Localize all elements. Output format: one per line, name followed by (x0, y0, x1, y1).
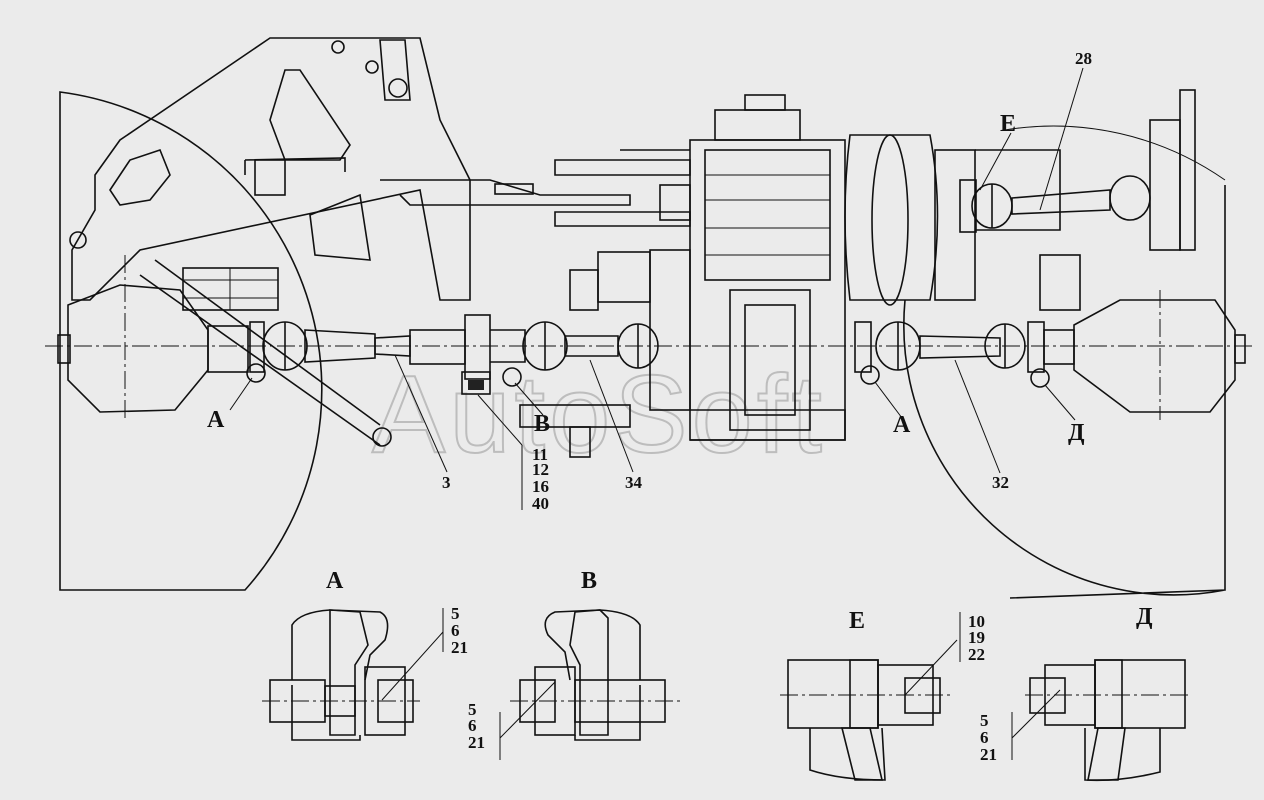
detail-b-ref-5: 5 (468, 700, 477, 719)
left-driveshaft (246, 314, 659, 395)
left-wheel-outline (59, 91, 323, 591)
callout-stack-40: 40 (532, 494, 549, 513)
callout-32: 32 (992, 473, 1009, 492)
clutch-housing (844, 134, 1081, 311)
leader-lines (229, 67, 1084, 510)
callout-a-right: А (893, 412, 911, 438)
detail-d-ref-6: 6 (980, 728, 989, 747)
callout-d: Д (1068, 420, 1085, 446)
right-driveshaft (854, 321, 1050, 388)
detail-e-ref-19: 19 (968, 628, 985, 647)
detail-d-ref-21: 21 (980, 745, 997, 764)
callout-stack-11: 11 (532, 445, 548, 464)
detail-b-ref-21: 21 (468, 733, 485, 752)
detail-a-ref-21: 21 (451, 638, 468, 657)
right-axle-housing (1043, 299, 1246, 413)
detail-e-title: Е (849, 608, 865, 634)
callout-28: 28 (1075, 49, 1092, 68)
callout-3: 3 (442, 473, 451, 492)
detail-b-title: В (581, 568, 597, 594)
callout-a-left: А (207, 407, 225, 433)
callout-b: В (534, 411, 550, 437)
detail-a: А 5 6 21 (262, 568, 468, 741)
detail-a-ref-6: 6 (451, 621, 460, 640)
callout-34: 34 (625, 473, 643, 492)
detail-d: Д 5 6 21 (980, 604, 1190, 782)
callout-stack-16: 16 (532, 477, 549, 496)
detail-e: Е 10 19 22 (780, 608, 985, 781)
detail-e-ref-22: 22 (968, 645, 985, 664)
detail-a-title: А (326, 568, 344, 594)
upper-right-driveshaft (959, 89, 1196, 251)
detail-a-ref-5: 5 (451, 604, 460, 623)
left-axle-housing (57, 267, 279, 413)
detail-d-title: Д (1136, 604, 1153, 630)
detail-e-ref-10: 10 (968, 612, 985, 631)
transfer-case (519, 94, 846, 458)
detail-b-ref-6: 6 (468, 716, 477, 735)
detail-b: В 5 6 21 (468, 568, 680, 760)
callout-stack-12: 12 (532, 460, 549, 479)
right-wheel-outline (903, 185, 1226, 599)
main-view: А В А Д Е 28 3 34 32 11 12 16 40 (45, 37, 1255, 599)
detail-d-ref-5: 5 (980, 711, 989, 730)
frame-bracket (69, 37, 631, 447)
callout-e: Е (1000, 111, 1016, 137)
